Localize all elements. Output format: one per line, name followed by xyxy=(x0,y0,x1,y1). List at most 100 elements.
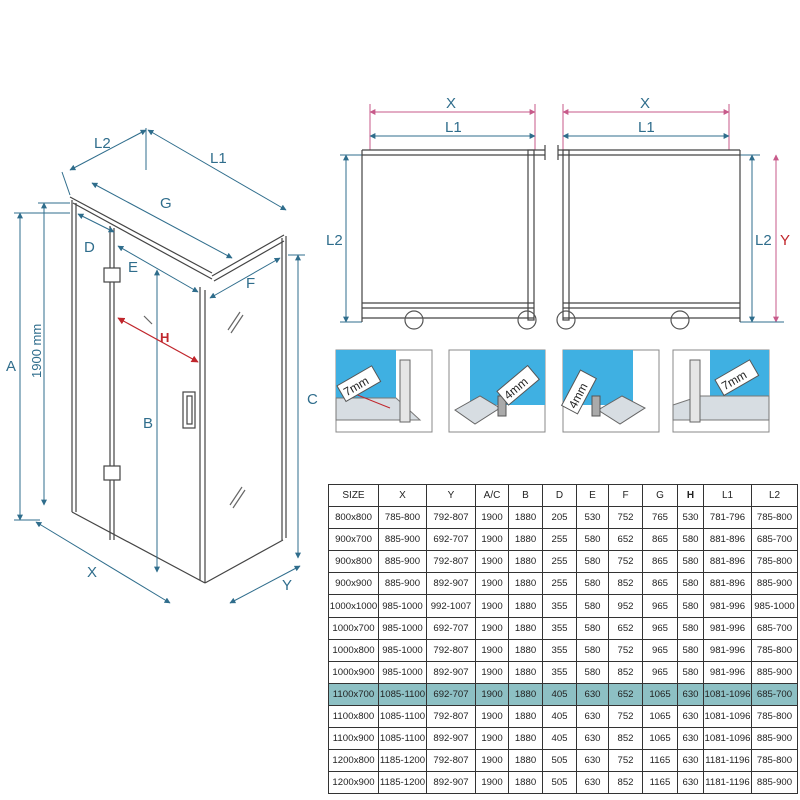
table-cell: 630 xyxy=(576,727,609,751)
table-cell: 405 xyxy=(542,704,577,729)
label-height-mm: 1900 mm xyxy=(29,324,44,378)
plan-right-label-Y: Y xyxy=(780,232,790,249)
column-header: L2 xyxy=(751,483,798,508)
table-cell: 900x800 xyxy=(328,550,379,574)
table-cell: 1900 xyxy=(475,771,509,795)
column-header: F xyxy=(608,483,643,508)
table-cell: 1081-1096 xyxy=(703,727,752,751)
table-cell: 530 xyxy=(576,506,609,530)
table-cell: 981-996 xyxy=(703,660,752,684)
table-cell: 865 xyxy=(642,572,678,596)
table-cell: 965 xyxy=(642,594,678,618)
column-header: D xyxy=(542,483,577,508)
table-cell: 992-1007 xyxy=(426,594,476,618)
table-cell: 881-896 xyxy=(703,550,752,574)
table-cell: 792-807 xyxy=(426,704,476,729)
table-cell: 1165 xyxy=(642,749,678,773)
table-cell: 580 xyxy=(576,572,609,596)
table-cell: 1900 xyxy=(475,572,509,596)
table-cell: 1200x900 xyxy=(328,771,379,795)
table-cell: 1900 xyxy=(475,704,509,729)
table-cell: 752 xyxy=(608,749,643,773)
table-cell: 1900 xyxy=(475,594,509,618)
table-cell: 580 xyxy=(677,660,704,684)
table-cell: 1900 xyxy=(475,749,509,773)
table-cell: 1900 xyxy=(475,638,509,662)
label-H: H xyxy=(160,330,169,345)
table-cell: 1085-1100 xyxy=(378,727,427,751)
table-cell: 1185-1200 xyxy=(378,749,427,773)
table-cell: 685-700 xyxy=(751,616,798,640)
table-cell: 892-907 xyxy=(426,727,476,751)
table-cell: 1185-1200 xyxy=(378,771,427,795)
table-cell: 1900 xyxy=(475,682,509,706)
table-cell: 881-896 xyxy=(703,528,752,552)
plan-view-right: X L1 L2 Y xyxy=(556,95,790,330)
table-cell: 1081-1096 xyxy=(703,704,752,729)
plan-right-label-L2: L2 xyxy=(755,232,772,249)
table-cell: 530 xyxy=(677,506,704,530)
table-cell: 1065 xyxy=(642,727,678,751)
table-cell: 865 xyxy=(642,528,678,552)
detail-1: 7mm xyxy=(335,349,433,433)
column-header: G xyxy=(642,483,678,508)
table-cell: 1100x700 xyxy=(328,682,379,706)
table-cell: 580 xyxy=(677,638,704,662)
table-cell: 865 xyxy=(642,550,678,574)
table-cell: 892-907 xyxy=(426,771,476,795)
label-F: F xyxy=(246,275,255,292)
table-cell: 785-800 xyxy=(751,749,798,773)
table-cell: 1880 xyxy=(508,506,543,530)
table-cell: 405 xyxy=(542,682,577,706)
table-cell: 630 xyxy=(576,704,609,729)
table-cell: 1065 xyxy=(642,682,678,706)
table-cell: 1880 xyxy=(508,594,543,618)
label-Y: Y xyxy=(282,577,292,594)
table-cell: 852 xyxy=(608,771,643,795)
table-cell: 985-1000 xyxy=(378,638,427,662)
table-cell: 685-700 xyxy=(751,528,798,552)
column-header: H xyxy=(677,483,704,508)
table-cell: 255 xyxy=(542,572,577,596)
table-cell: 1880 xyxy=(508,660,543,684)
table-cell: 900x900 xyxy=(328,572,379,596)
table-cell: 1900 xyxy=(475,550,509,574)
table-cell: 1880 xyxy=(508,616,543,640)
table-cell: 652 xyxy=(608,682,643,706)
table-cell: 652 xyxy=(608,528,643,552)
column-header: B xyxy=(508,483,543,508)
table-cell: 1000x900 xyxy=(328,660,379,684)
table-cell: 981-996 xyxy=(703,594,752,618)
label-L2: L2 xyxy=(94,135,111,152)
table-cell: 1065 xyxy=(642,704,678,729)
detail-3: 4mm xyxy=(560,349,660,433)
table-cell: 1085-1100 xyxy=(378,682,427,706)
table-cell: 355 xyxy=(542,594,577,618)
table-cell: 885-900 xyxy=(751,727,798,751)
table-cell: 785-800 xyxy=(751,550,798,574)
table-cell: 900x700 xyxy=(328,528,379,552)
table-cell: 752 xyxy=(608,550,643,574)
table-cell: 792-807 xyxy=(426,550,476,574)
table-cell: 752 xyxy=(608,638,643,662)
table-cell: 885-900 xyxy=(751,572,798,596)
table-cell: 1000x1000 xyxy=(328,594,379,618)
table-cell: 630 xyxy=(677,727,704,751)
label-B: B xyxy=(143,415,153,432)
plan-right-label-L1: L1 xyxy=(638,119,655,136)
table-cell: 652 xyxy=(608,616,643,640)
table-cell: 692-707 xyxy=(426,616,476,640)
column-header: Y xyxy=(426,483,476,508)
table-cell: 765 xyxy=(642,506,678,530)
table-cell: 785-800 xyxy=(378,506,427,530)
table-cell: 1181-1196 xyxy=(703,771,752,795)
table-cell: 852 xyxy=(608,660,643,684)
label-L1: L1 xyxy=(210,150,227,167)
table-cell: 952 xyxy=(608,594,643,618)
